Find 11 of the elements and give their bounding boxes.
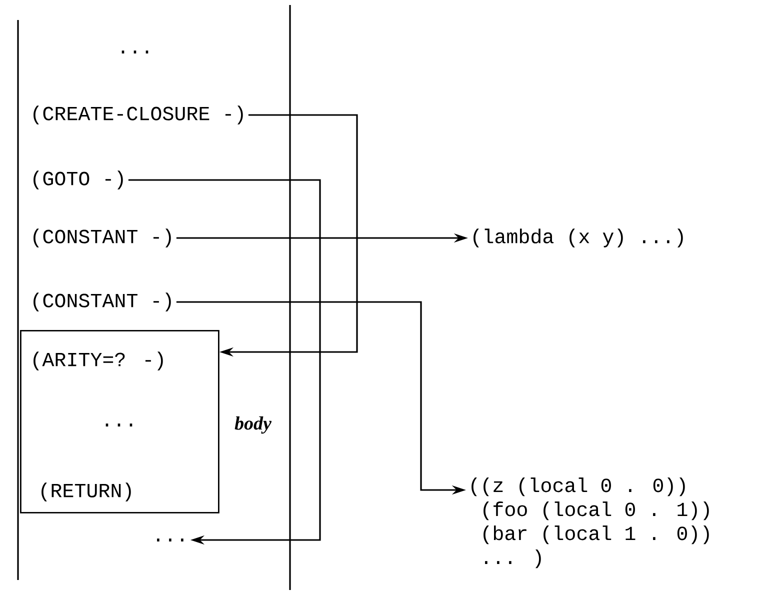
code-text: (CONSTANT -) <box>34 228 171 248</box>
code-text: ... <box>157 538 184 542</box>
code-text: (CREATE-CLOSURE -) <box>34 106 243 124</box>
code-text: (GOTO -) <box>34 170 123 190</box>
arrow <box>128 179 321 545</box>
code-text: ((z (local 0 . 0)) (foo (local 0 . 1)) (bar (local 1 . 0)) ... ) <box>472 478 709 568</box>
ellipsis-text: ... <box>122 50 148 54</box>
code-text: (CONSTANT -) <box>34 292 171 312</box>
code-block-box: (ARITY=? -) ... (RETURN) <box>20 330 220 514</box>
block-caption: body <box>234 416 272 434</box>
code-text: (lambda (x y) ...) <box>474 228 683 248</box>
